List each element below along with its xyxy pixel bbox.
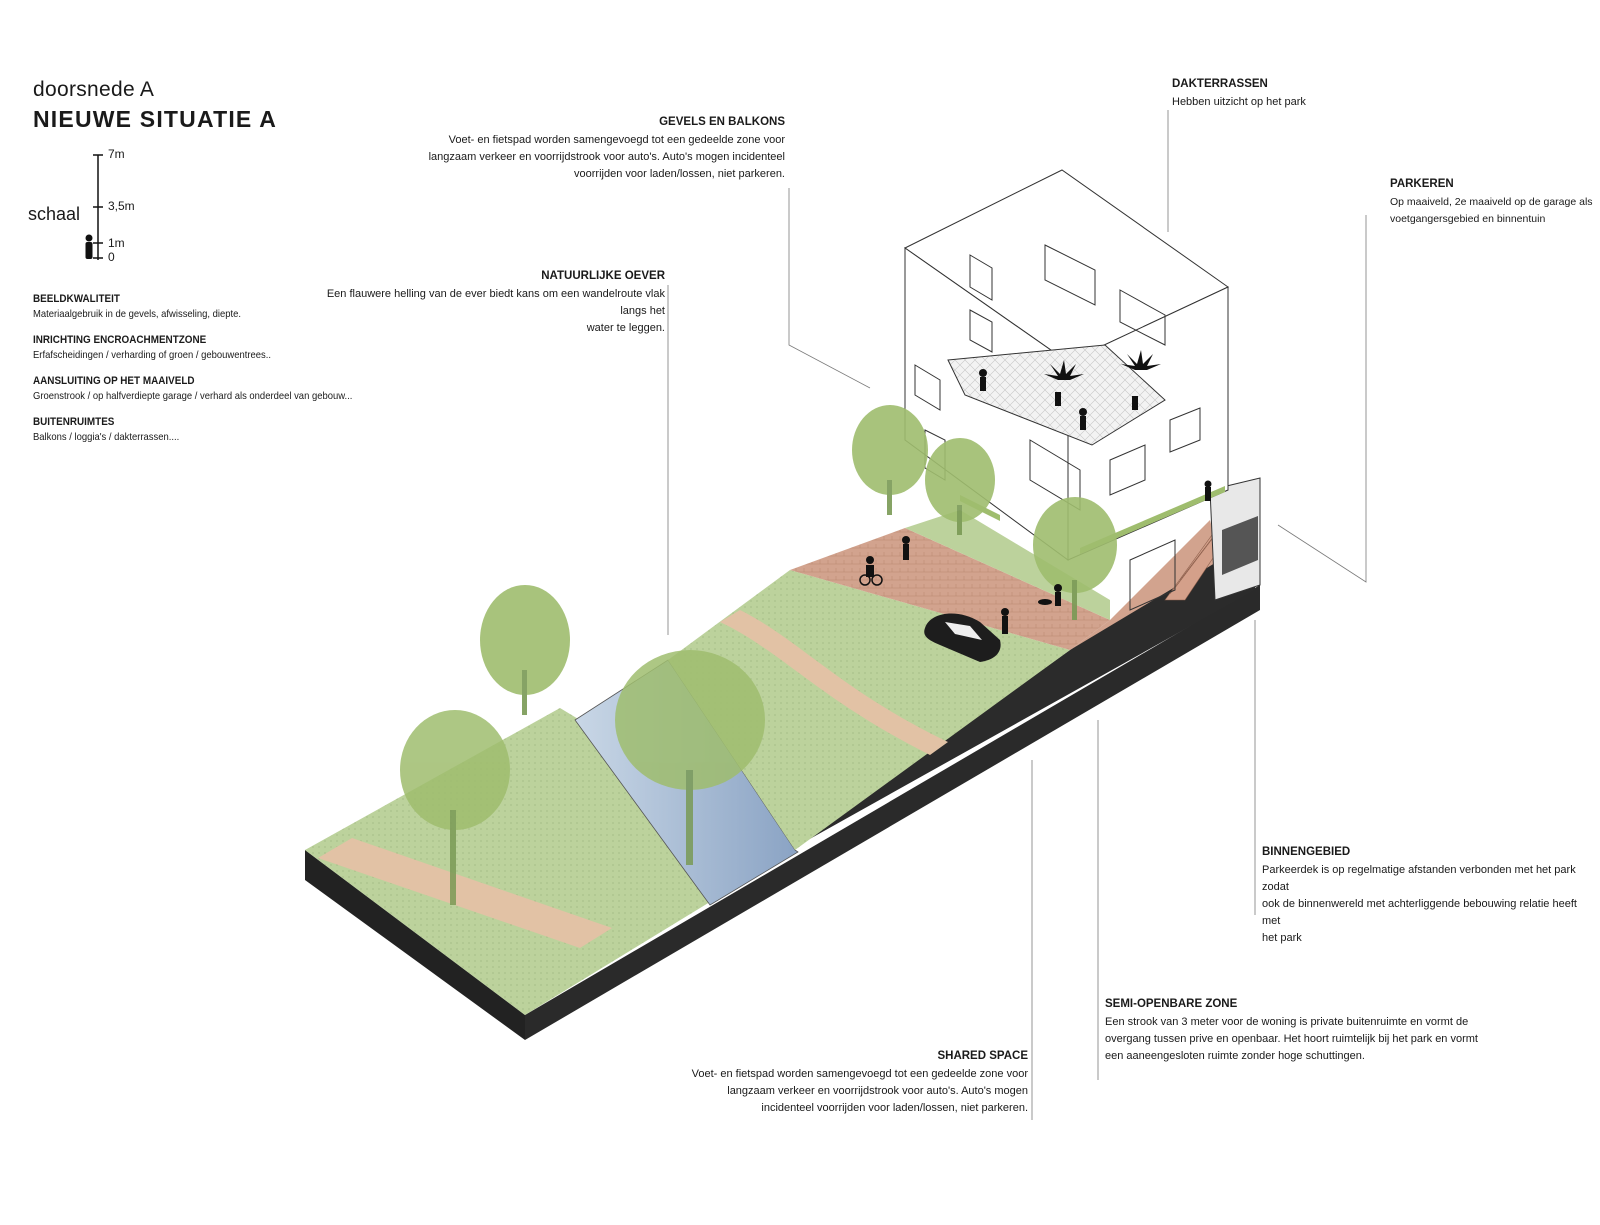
annotation-text: Hebben uitzicht op het park [1172,94,1392,111]
annotation-line: een aaneengesloten ruimte zonder hoge sc… [1105,1050,1365,1062]
annotation-shared-space: SHARED SPACE Voet- en fietspad worden sa… [668,1050,1028,1117]
palm-trees [1044,350,1161,410]
legend-heading: BUITENRUIMTES [33,416,115,428]
annotation-line: langzaam verkeer en voorrijdstrook voor … [428,151,785,163]
annotation-text: Op maaiveld, 2e maaiveld op de garage al… [1390,194,1595,228]
legend-item: INRICHTING ENCROACHMENTZONE Erfafscheidi… [33,334,393,361]
garage [1209,477,1261,601]
annotation-binnengebied: BINNENGEBIED Parkeerdek is op regelmatig… [1262,846,1592,947]
annotation-line: voetgangersgebied en binnentuin [1390,213,1546,225]
annotation-line: Op maaiveld, 2e maaiveld op de garage al… [1390,196,1593,208]
legend-item: AANSLUITING OP HET MAAIVELD Groenstrook … [33,375,393,402]
annotation-line: Een strook van 3 meter voor de woning is… [1105,1016,1469,1028]
annotation-heading: PARKEREN [1390,178,1454,190]
scale-tick-3-5m: 3,5m [108,199,135,213]
annotation-line: langzaam verkeer en voorrijdstrook voor … [727,1085,1028,1097]
legend-heading: INRICHTING ENCROACHMENTZONE [33,334,207,346]
legend-item: BUITENRUIMTES Balkons / loggia's / dakte… [33,416,393,443]
annotation-line: ook de binnenwereld met achterliggende b… [1262,898,1577,927]
annotation-heading: GEVELS EN BALKONS [659,116,785,128]
scale-tick-7m: 7m [108,147,125,161]
annotation-heading: BINNENGEBIED [1262,846,1351,858]
page-title: NIEUWE SITUATIE A [33,106,278,132]
annotation-parkeren: PARKEREN Op maaiveld, 2e maaiveld op de … [1390,178,1595,228]
building [904,169,1229,611]
scale-tick-1m: 1m [108,236,125,250]
leader-lines [667,110,1367,1120]
annotation-text: Voet- en fietspad worden samengevoegd to… [668,1066,1028,1117]
legend: BEELDKWALITEIT Materiaalgebruik in de ge… [33,293,393,457]
annotation-line: het park [1262,932,1302,944]
embankment-path [720,610,948,755]
annotation-line: Hebben uitzicht op het park [1172,96,1306,108]
legend-text: Materiaalgebruik in de gevels, afwisseli… [33,308,242,320]
legend-heading: AANSLUITING OP HET MAAIVELD [33,375,195,387]
annotation-heading: NATUURLIJKE OEVER [541,270,665,282]
legend-text: Erfafscheidingen / verharding of groen /… [33,349,271,361]
legend-heading: BEELDKWALITEIT [33,293,120,305]
trees [400,405,1117,905]
annotation-line: Voet- en fietspad worden samengevoegd to… [448,134,785,146]
scale-person-icon [85,234,93,259]
legend-text: Balkons / loggia's / dakterrassen.... [33,431,180,443]
annotation-line: voorrijden voor laden/lossen, niet parke… [574,168,785,180]
annotation-oever: NATUURLIJKE OEVER Een flauwere helling v… [305,270,665,337]
annotation-text: Een flauwere helling van de ever biedt k… [305,286,665,337]
annotation-gevels: GEVELS EN BALKONS Voet- en fietspad word… [425,116,785,183]
annotation-line: water te leggen. [586,322,665,334]
annotation-line: Parkeerdek is op regelmatige afstanden v… [1262,864,1576,893]
scale-tick-0: 0 [108,250,115,264]
annotation-line: incidenteel voorrijden voor laden/lossen… [761,1102,1028,1114]
scale-bar [93,154,103,260]
legend-text: Groenstrook / op halfverdiepte garage / … [33,390,353,402]
annotation-heading: DAKTERRASSEN [1172,78,1268,90]
annotation-text: Voet- en fietspad worden samengevoegd to… [425,132,785,183]
annotation-text: Parkeerdek is op regelmatige afstanden v… [1262,862,1592,947]
people [859,369,1212,634]
annotation-semi-openbare-zone: SEMI-OPENBARE ZONE Een strook van 3 mete… [1105,998,1485,1065]
annotation-dakterrassen: DAKTERRASSEN Hebben uitzicht op het park [1172,78,1392,111]
park-path [318,838,612,948]
annotation-heading: SHARED SPACE [937,1050,1028,1062]
annotation-line: overgang tussen prive en openbaar. Het h… [1105,1033,1478,1045]
annotation-line: Voet- en fietspad worden samengevoegd to… [691,1068,1028,1080]
annotation-heading: SEMI-OPENBARE ZONE [1105,998,1238,1010]
legend-item: BEELDKWALITEIT Materiaalgebruik in de ge… [33,293,393,320]
annotation-text: Een strook van 3 meter voor de woning is… [1105,1014,1485,1065]
annotation-line: Een flauwere helling van de ever biedt k… [326,288,665,317]
page-subtitle: doorsnede A [33,78,155,101]
scale-label: schaal [28,204,81,224]
car [924,613,1001,662]
